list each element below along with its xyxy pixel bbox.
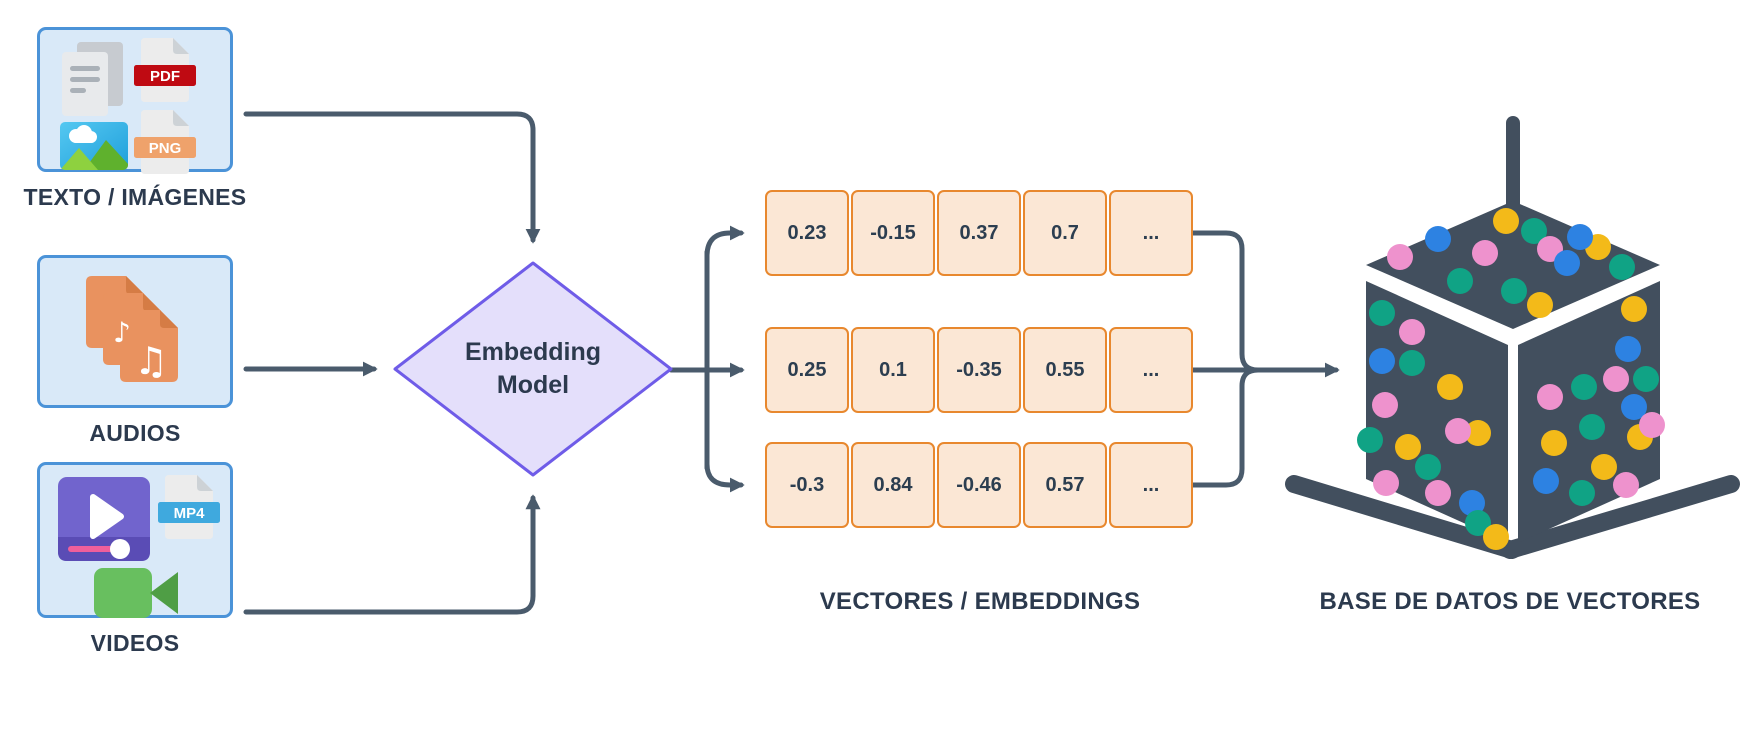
cube-dot xyxy=(1537,384,1563,410)
cube-dot xyxy=(1465,420,1491,446)
vector-cell: ... xyxy=(1109,190,1193,276)
arrow-text-to-model xyxy=(243,111,541,244)
music-note-single: ♪ xyxy=(113,316,131,349)
vector-cell: ... xyxy=(1109,442,1193,528)
vector-cell: -0.46 xyxy=(937,442,1021,528)
cube-face-left xyxy=(1366,281,1508,543)
video-player-icon xyxy=(58,477,150,561)
vector-row-1: 0.23 -0.15 0.37 0.7 ... xyxy=(765,190,1193,276)
source-box-audios: ♪ ♫ xyxy=(37,255,233,408)
cube-dot xyxy=(1369,300,1395,326)
cube-axis-right xyxy=(1501,475,1740,559)
label-text-images: TEXTO / IMÁGENES xyxy=(23,184,247,210)
vector-cell: 0.84 xyxy=(851,442,935,528)
cube-dot xyxy=(1567,224,1593,250)
vector-cell: -0.15 xyxy=(851,190,935,276)
cube-dot xyxy=(1387,244,1413,270)
cube-dot xyxy=(1615,336,1641,362)
source-box-text-images: PDF PNG xyxy=(37,27,233,174)
cube-dot xyxy=(1541,430,1567,456)
cube-dot xyxy=(1425,480,1451,506)
cube-dot xyxy=(1459,490,1485,516)
cube-dot xyxy=(1603,366,1629,392)
vector-cell: 0.1 xyxy=(851,327,935,413)
cube-dot xyxy=(1639,412,1665,438)
cube-dot xyxy=(1483,524,1509,550)
cube-dot xyxy=(1425,226,1451,252)
cube-dot xyxy=(1569,480,1595,506)
label-audios: AUDIOS xyxy=(89,420,181,446)
merge-row3 xyxy=(1189,367,1261,488)
cube-dot xyxy=(1369,348,1395,374)
vector-database-cube xyxy=(1285,116,1740,559)
cube-dot xyxy=(1373,470,1399,496)
mp4-file-icon: MP4 xyxy=(158,475,220,539)
embedding-model-label: Embedding Model xyxy=(464,338,602,399)
cube-dot xyxy=(1609,254,1635,280)
cube-dot xyxy=(1437,374,1463,400)
cube-dot xyxy=(1527,292,1553,318)
cube-dots-left xyxy=(1357,300,1509,550)
cube-dot xyxy=(1501,278,1527,304)
label-videos: VIDEOS xyxy=(90,630,180,656)
source-box-videos: MP4 xyxy=(37,462,233,618)
cube-dots-right xyxy=(1533,296,1665,506)
label-vectors-embeddings: VECTORES / EMBEDDINGS xyxy=(819,588,1141,615)
vector-cell: 0.7 xyxy=(1023,190,1107,276)
vector-cell: -0.3 xyxy=(765,442,849,528)
arrow-model-to-row1 xyxy=(704,225,745,259)
vector-row-2: 0.25 0.1 -0.35 0.55 ... xyxy=(765,327,1193,413)
image-icon xyxy=(60,122,128,170)
cube-dot xyxy=(1472,240,1498,266)
embedding-model-diamond xyxy=(393,261,673,477)
document-icon xyxy=(62,42,123,116)
svg-text:MP4: MP4 xyxy=(174,505,206,522)
cube-dot xyxy=(1399,350,1425,376)
cube-dot xyxy=(1591,454,1617,480)
svg-text:PNG: PNG xyxy=(149,140,182,157)
vector-cell: 0.55 xyxy=(1023,327,1107,413)
music-note-double: ♫ xyxy=(134,339,168,383)
vector-cell: 0.57 xyxy=(1023,442,1107,528)
pdf-file-icon: PDF xyxy=(134,38,196,102)
video-camera-icon xyxy=(94,568,178,618)
svg-text:PDF: PDF xyxy=(150,68,180,85)
cube-dot xyxy=(1395,434,1421,460)
cube-dot xyxy=(1613,472,1639,498)
cube-dot xyxy=(1357,427,1383,453)
vector-row-3: -0.3 0.84 -0.46 0.57 ... xyxy=(765,442,1193,528)
vector-cell: 0.25 xyxy=(765,327,849,413)
cube-dot xyxy=(1521,218,1547,244)
cube-dot xyxy=(1445,418,1471,444)
arrow-video-to-model xyxy=(243,494,541,615)
cube-dots-top xyxy=(1387,208,1635,318)
arrow-model-to-row3 xyxy=(704,461,745,493)
vector-cell: 0.37 xyxy=(937,190,1021,276)
cube-dot xyxy=(1465,510,1491,536)
cube-dot xyxy=(1621,296,1647,322)
vector-cell: -0.35 xyxy=(937,327,1021,413)
cube-dot xyxy=(1415,454,1441,480)
cube-dot xyxy=(1633,366,1659,392)
cube-dot xyxy=(1447,268,1473,294)
cube-axis-left xyxy=(1285,475,1521,559)
audio-files-stack-icon: ♪ ♫ xyxy=(86,276,178,383)
merge-row1 xyxy=(1189,230,1261,373)
cube-dot xyxy=(1579,414,1605,440)
cube-dot xyxy=(1372,392,1398,418)
vector-cell: 0.23 xyxy=(765,190,849,276)
png-file-icon: PNG xyxy=(134,110,196,174)
cube-dot xyxy=(1554,250,1580,276)
cube-dot xyxy=(1571,374,1597,400)
vector-cell: ... xyxy=(1109,327,1193,413)
cube-dot xyxy=(1533,468,1559,494)
cube-dot xyxy=(1621,394,1647,420)
cube-dot xyxy=(1399,319,1425,345)
cube-dot xyxy=(1493,208,1519,234)
label-vector-database: BASE DE DATOS DE VECTORES xyxy=(1319,588,1701,615)
